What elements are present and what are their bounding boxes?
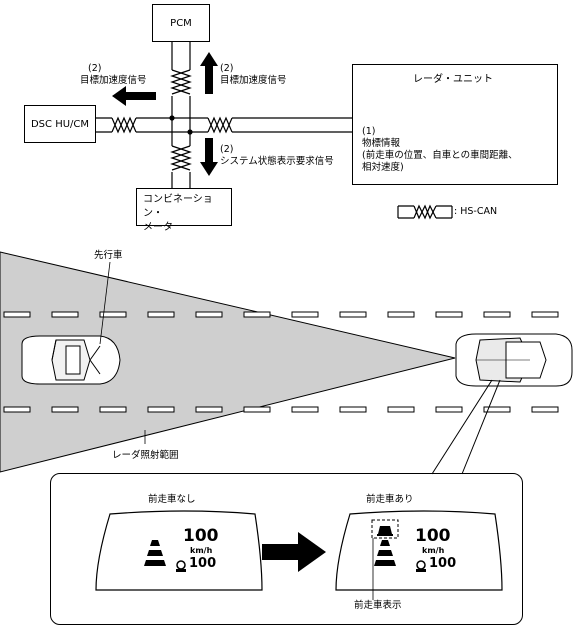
twisted-pair-pcm	[170, 69, 192, 96]
hud-panel-right	[335, 510, 503, 591]
signal-number: (2)	[88, 63, 102, 74]
radar-cone	[0, 251, 456, 473]
signal-text: 目標加速度信号	[80, 75, 147, 86]
signal-text: システム状態表示要求信号	[220, 156, 334, 167]
lane-icon-left	[144, 540, 166, 566]
signal-target-accel-left: (2) 目標加速度信号	[80, 63, 147, 87]
hud-left-unit: km/h	[190, 546, 213, 555]
transition-arrow-icon	[262, 532, 326, 572]
leading-vehicle-label: 先行車	[94, 250, 123, 261]
radar-range-label: レーダ照射範囲	[112, 450, 179, 461]
pcm-label: PCM	[170, 17, 192, 29]
twisted-pair-meter	[170, 145, 192, 172]
hud-callout-box	[50, 473, 523, 625]
hud-left-set-speed: 100	[189, 556, 217, 571]
dsc-box: DSC HU/CM	[24, 105, 96, 143]
signal-detail: 相対速度)	[362, 162, 404, 173]
signal-number: (2)	[220, 144, 234, 155]
signal-number: (2)	[220, 63, 234, 74]
hud-with-vehicle-title: 前走車あり	[366, 494, 414, 505]
hud-no-vehicle-title: 前走車なし	[148, 494, 196, 505]
junction-dot	[169, 115, 175, 121]
leading-vehicle-indicator-icon	[371, 519, 399, 539]
hud-right-set-speed: 100	[429, 556, 457, 571]
signal-object-info: (1) 物標情報 (前走車の位置、自車との車間距離、 相対速度)	[362, 126, 518, 174]
combination-meter-label-2: メータ	[143, 222, 173, 233]
hud-left-speed: 100	[183, 526, 219, 546]
signal-target-accel-up: (2) 目標加速度信号	[220, 63, 287, 87]
arrow-left-icon	[112, 86, 156, 106]
legend-hs-can-icon	[397, 204, 453, 220]
signal-system-status: (2) システム状態表示要求信号	[220, 144, 334, 168]
hud-right-unit: km/h	[422, 546, 445, 555]
leading-car-icon	[21, 335, 121, 385]
arrow-down-icon	[200, 138, 218, 176]
radar-unit-box: レーダ・ユニット	[352, 64, 558, 185]
twisted-pair-right	[207, 116, 233, 134]
legend-hs-can-label: : HS-CAN	[454, 206, 498, 217]
combination-meter-box: コンビネーション・ メータ	[136, 188, 232, 233]
combination-meter-label-1: コンビネーション・	[143, 194, 213, 219]
lane-icon-right	[374, 540, 396, 566]
cruise-icon-left	[176, 560, 186, 572]
cruise-icon-right	[416, 560, 426, 572]
dsc-label: DSC HU/CM	[30, 118, 90, 130]
own-car-icon	[455, 333, 573, 387]
signal-text: 目標加速度信号	[220, 75, 287, 86]
pcm-box: PCM	[152, 4, 210, 42]
hud-right-speed: 100	[415, 526, 451, 546]
lane-markings	[3, 311, 559, 413]
signal-detail: (前走車の位置、自車との車間距離、	[362, 150, 518, 161]
radar-unit-label: レーダ・ユニット	[413, 74, 493, 85]
junction-dot	[187, 129, 193, 135]
hud-panel-left	[95, 510, 263, 591]
twisted-pair-left	[111, 116, 137, 134]
leading-vehicle-display-label: 前走車表示	[354, 600, 402, 611]
signal-text: 物標情報	[362, 138, 401, 149]
arrow-up-icon	[200, 52, 218, 94]
signal-number: (1)	[362, 126, 376, 137]
